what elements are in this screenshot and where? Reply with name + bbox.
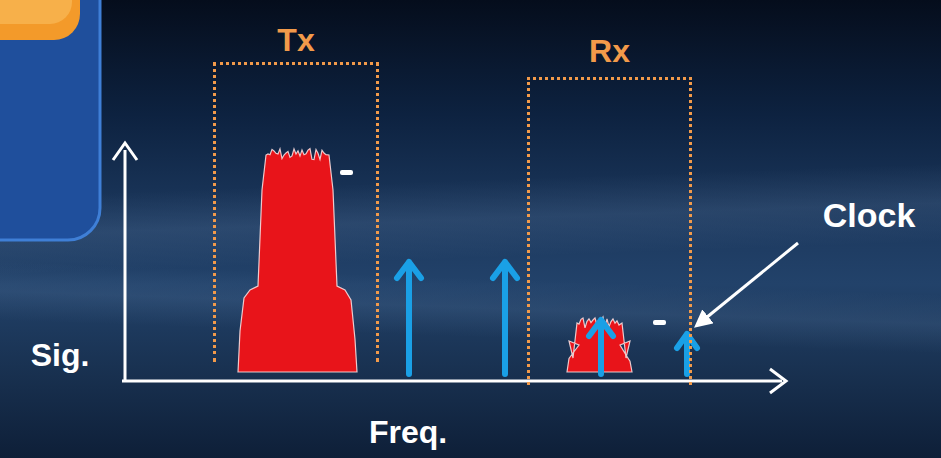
band-box: Rx bbox=[527, 33, 692, 385]
signal-spectrum bbox=[238, 149, 357, 372]
clock-arrow bbox=[677, 334, 697, 374]
x-axis-head bbox=[770, 369, 786, 393]
band-label: Tx bbox=[213, 22, 379, 58]
corner-tab-highlight bbox=[0, 0, 72, 24]
x-axis bbox=[122, 380, 782, 383]
tone-arrow bbox=[589, 320, 613, 374]
tone-arrow bbox=[493, 262, 517, 374]
leader-line bbox=[701, 243, 798, 322]
axis-label: Freq. bbox=[369, 415, 447, 450]
corner-panel bbox=[0, 0, 100, 240]
tone-arrow bbox=[397, 262, 421, 374]
band-label: Rx bbox=[527, 33, 692, 69]
dotted-outline bbox=[527, 77, 692, 385]
callout-label: Clock bbox=[823, 197, 916, 234]
dotted-outline bbox=[213, 62, 379, 362]
marker-dash bbox=[340, 170, 353, 175]
marker-dash bbox=[653, 320, 666, 325]
axis-label: Sig. bbox=[31, 338, 90, 373]
corner-tab bbox=[0, 0, 80, 40]
y-axis bbox=[124, 150, 127, 382]
band-box: Tx bbox=[213, 22, 379, 362]
y-axis-head bbox=[113, 143, 137, 160]
